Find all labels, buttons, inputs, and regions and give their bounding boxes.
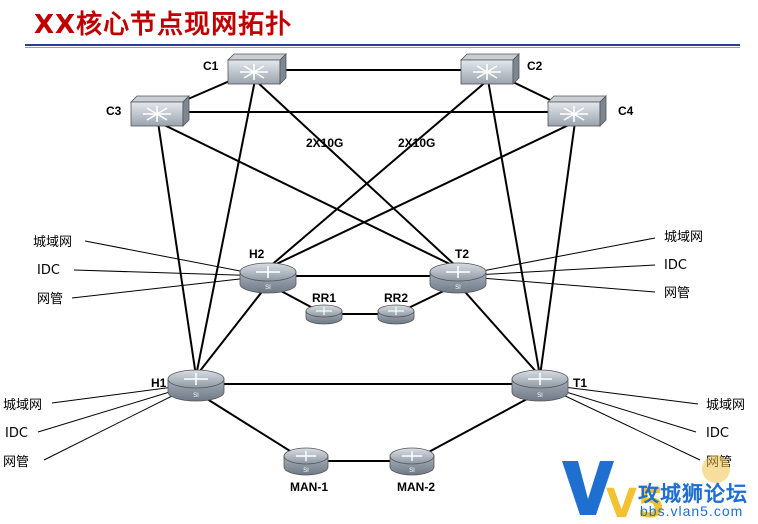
t2-side-label-3: 网管 [664, 286, 690, 301]
svg-text:SI: SI [265, 285, 271, 291]
link-c2-t1 [487, 79, 541, 377]
link-h1-man1 [195, 391, 307, 462]
h2-side-label-3: 网管 [37, 292, 63, 307]
title-underline-thin [25, 47, 740, 48]
label-c4: C4 [618, 104, 634, 118]
t1-side-label-2: IDC [706, 426, 729, 441]
label-rr2: RR2 [384, 291, 408, 305]
logo-text: 攻城狮论坛 [638, 482, 748, 506]
label-h1: H1 [151, 376, 167, 390]
router-h2: SI [239, 262, 297, 294]
link-c3-t2 [157, 121, 459, 269]
core-switch-c2 [460, 53, 520, 85]
link-h2-h1 [195, 283, 269, 377]
link-c2-h2 [267, 79, 489, 269]
logo-url: bbs.vlan5.com [640, 503, 744, 519]
t2-side-label-2: IDC [664, 258, 687, 273]
router-t2: SI [429, 262, 487, 294]
link-c1-t2 [254, 79, 459, 269]
label-t2: T2 [455, 247, 469, 261]
label-man2: MAN-2 [397, 480, 435, 494]
router-rr1 [305, 304, 343, 325]
router-man2: SI [389, 447, 435, 476]
t2-side-label-1: 城域网 [664, 230, 703, 245]
t1-side-label-1: 城域网 [706, 398, 745, 413]
router-rr2 [377, 304, 415, 325]
link-c1-h1 [195, 79, 256, 377]
link-c4-t1 [539, 121, 576, 377]
logo-mark: V5 [606, 481, 665, 521]
svg-text:SI: SI [303, 468, 309, 474]
h1-side-label-3: 网管 [3, 455, 29, 470]
h1-side-label-2: IDC [5, 426, 28, 441]
link-speed-right: 2X10G [398, 136, 435, 150]
svg-text:SI: SI [537, 393, 543, 399]
router-t1: SI [511, 369, 569, 402]
title-underline [25, 44, 740, 46]
access-links [37, 237, 701, 461]
svg-text:SI: SI [455, 285, 461, 291]
link-c4-h2 [267, 121, 576, 269]
router-h1: SI [167, 369, 225, 402]
link-c3-h1 [157, 121, 197, 377]
svg-text:SI: SI [409, 468, 415, 474]
label-rr1: RR1 [312, 291, 336, 305]
link-speed-left: 2X10G [306, 136, 343, 150]
svg-text:SI: SI [193, 393, 199, 399]
core-switch-c4 [547, 95, 607, 127]
h1-side-label-1: 城域网 [3, 398, 42, 413]
link-man2-t1 [411, 391, 541, 462]
watermark-logo: V5 [562, 455, 730, 521]
h2-side-label-1: 城域网 [33, 235, 72, 250]
h2-side-label-2: IDC [37, 263, 60, 278]
page-title: XX核心节点现网拓扑 [34, 10, 293, 40]
router-man1: SI [283, 447, 329, 476]
link-t2-t1 [457, 283, 541, 377]
label-h2: H2 [249, 247, 265, 261]
core-switch-c1 [227, 53, 287, 85]
label-c2: C2 [527, 59, 543, 73]
core-switch-c3 [130, 95, 190, 127]
label-man1: MAN-1 [290, 480, 328, 494]
label-t1: T1 [573, 376, 587, 390]
label-c3: C3 [106, 104, 122, 118]
label-c1: C1 [203, 59, 219, 73]
